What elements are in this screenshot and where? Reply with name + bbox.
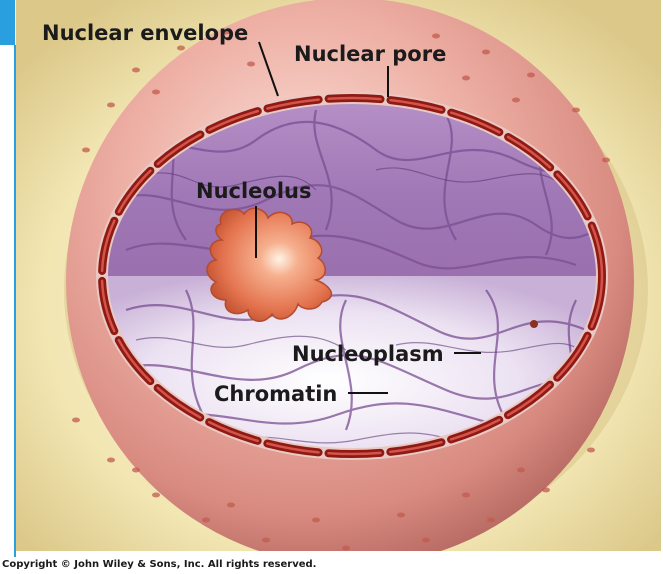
nucleus-illustration: Nuclear envelope Nuclear pore Nucleolus …: [16, 0, 661, 551]
chromatin-label: Chromatin: [214, 382, 337, 406]
small-granule: [530, 320, 538, 328]
copyright-notice: Copyright © John Wiley & Sons, Inc. All …: [2, 559, 316, 570]
nuclear-envelope-label: Nuclear envelope: [42, 21, 248, 45]
nucleus-figure: Nuclear envelope Nuclear pore Nucleolus …: [16, 0, 661, 551]
accent-bar: [0, 0, 15, 45]
nuclear-pore-label: Nuclear pore: [294, 42, 446, 66]
nucleolus-label: Nucleolus: [196, 179, 312, 203]
nucleoplasm-label: Nucleoplasm: [292, 342, 444, 366]
